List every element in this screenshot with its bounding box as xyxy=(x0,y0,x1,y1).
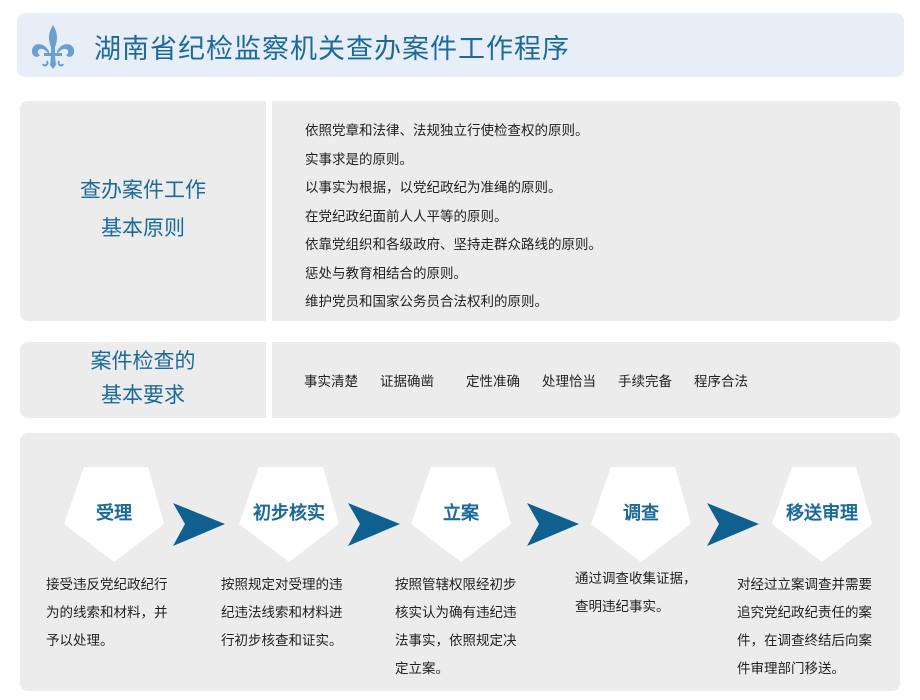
desc-line: 按照规定对受理的违 xyxy=(221,577,343,593)
requirement-item: 证据确凿 xyxy=(380,374,434,390)
heading-line: 基本原则 xyxy=(101,216,185,240)
desc-line: 定立案。 xyxy=(395,661,449,677)
divider xyxy=(266,342,272,418)
principle-item: 维护党员和国家公务员合法权利的原则。 xyxy=(305,294,548,310)
step-description: 通过调查收集证据， 查明违纪事实。 xyxy=(575,565,735,621)
desc-line: 法事实，依照规定决 xyxy=(395,633,517,649)
desc-line: 为的线索和材料，并 xyxy=(46,605,168,621)
desc-line: 对经过立案调查并需要 xyxy=(737,577,872,593)
fleur-de-lis-icon xyxy=(31,25,75,69)
principle-item: 惩处与教育相结合的原则。 xyxy=(305,265,467,282)
requirements-list: 事实清楚 证据确凿 定性准确 处理恰当 手续完备 程序合法 xyxy=(304,370,770,390)
step-acceptance: 受理 xyxy=(64,467,164,562)
desc-line: 予以处理。 xyxy=(46,633,114,649)
desc-line: 件，在调查终结后向案 xyxy=(737,633,872,649)
step-description: 对经过立案调查并需要 追究党纪政纪责任的案 件，在调查终结后向案 件审理部门移送… xyxy=(737,571,907,683)
principles-list: 依照党章和法律、法规独立行使检查权的原则。 实事求是的原则。 以事实为根据，以党… xyxy=(305,117,602,317)
heading-line: 查办案件工作 xyxy=(80,178,206,202)
principle-item: 在党纪政纪面前人人平等的原则。 xyxy=(305,208,508,225)
title-bar: 湖南省纪检监察机关查办案件工作程序 xyxy=(17,13,904,77)
principles-panel: 查办案件工作 基本原则 依照党章和法律、法规独立行使检查权的原则。 实事求是的原… xyxy=(20,101,900,321)
desc-line: 追究党纪政纪责任的案 xyxy=(737,605,872,621)
requirements-panel: 案件检查的 基本要求 事实清楚 证据确凿 定性准确 处理恰当 手续完备 程序合法 xyxy=(20,342,900,418)
principles-heading: 查办案件工作 基本原则 xyxy=(20,171,266,247)
requirement-item: 手续完备 xyxy=(618,374,672,390)
desc-line: 通过调查收集证据， xyxy=(575,571,697,587)
requirement-item: 程序合法 xyxy=(694,374,748,390)
desc-line: 接受违反党纪政纪行 xyxy=(46,577,168,593)
desc-line: 行初步核查和证实。 xyxy=(221,633,343,649)
desc-line: 件审理部门移送。 xyxy=(737,661,845,677)
requirement-item: 处理恰当 xyxy=(542,374,596,390)
arrow-right-icon xyxy=(707,503,759,546)
arrow-right-icon xyxy=(173,503,225,546)
step-description: 接受违反党纪政纪行 为的线索和材料，并 予以处理。 xyxy=(46,571,206,655)
desc-line: 核实认为确有违纪违 xyxy=(395,605,517,621)
step-investigation: 调查 xyxy=(591,467,691,562)
desc-line: 按照管辖权限经初步 xyxy=(395,577,517,593)
heading-line: 案件检查的 xyxy=(90,349,196,373)
desc-line: 纪违法线索和材料进 xyxy=(221,605,343,621)
principle-item: 实事求是的原则。 xyxy=(305,151,413,168)
step-case-filing: 立案 xyxy=(411,467,511,562)
heading-line: 基本要求 xyxy=(101,383,185,407)
step-description: 按照规定对受理的违 纪违法线索和材料进 行初步核查和证实。 xyxy=(221,571,381,655)
requirement-item: 事实清楚 xyxy=(304,374,358,390)
step-preliminary-verification: 初步核实 xyxy=(239,467,339,562)
arrow-right-icon xyxy=(527,503,579,546)
principle-item: 依靠党组织和各级政府、坚持走群众路线的原则。 xyxy=(305,237,602,253)
divider xyxy=(266,101,272,321)
process-panel: 受理 初步核实 立案 调查 移送审理 接受违反党纪政纪行 为的线索和材料，并 予… xyxy=(20,433,900,691)
principle-item: 依照党章和法律、法规独立行使检查权的原则。 xyxy=(305,123,589,139)
desc-line: 查明违纪事实。 xyxy=(575,599,670,615)
requirement-item: 定性准确 xyxy=(466,374,520,390)
arrow-right-icon xyxy=(348,503,400,546)
step-transfer-review: 移送审理 xyxy=(772,467,872,562)
page-title: 湖南省纪检监察机关查办案件工作程序 xyxy=(94,34,570,65)
requirements-heading: 案件检查的 基本要求 xyxy=(20,344,266,412)
principle-item: 以事实为根据，以党纪政纪为准绳的原则。 xyxy=(305,180,562,196)
step-description: 按照管辖权限经初步 核实认为确有违纪违 法事实，依照规定决 定立案。 xyxy=(395,571,555,683)
